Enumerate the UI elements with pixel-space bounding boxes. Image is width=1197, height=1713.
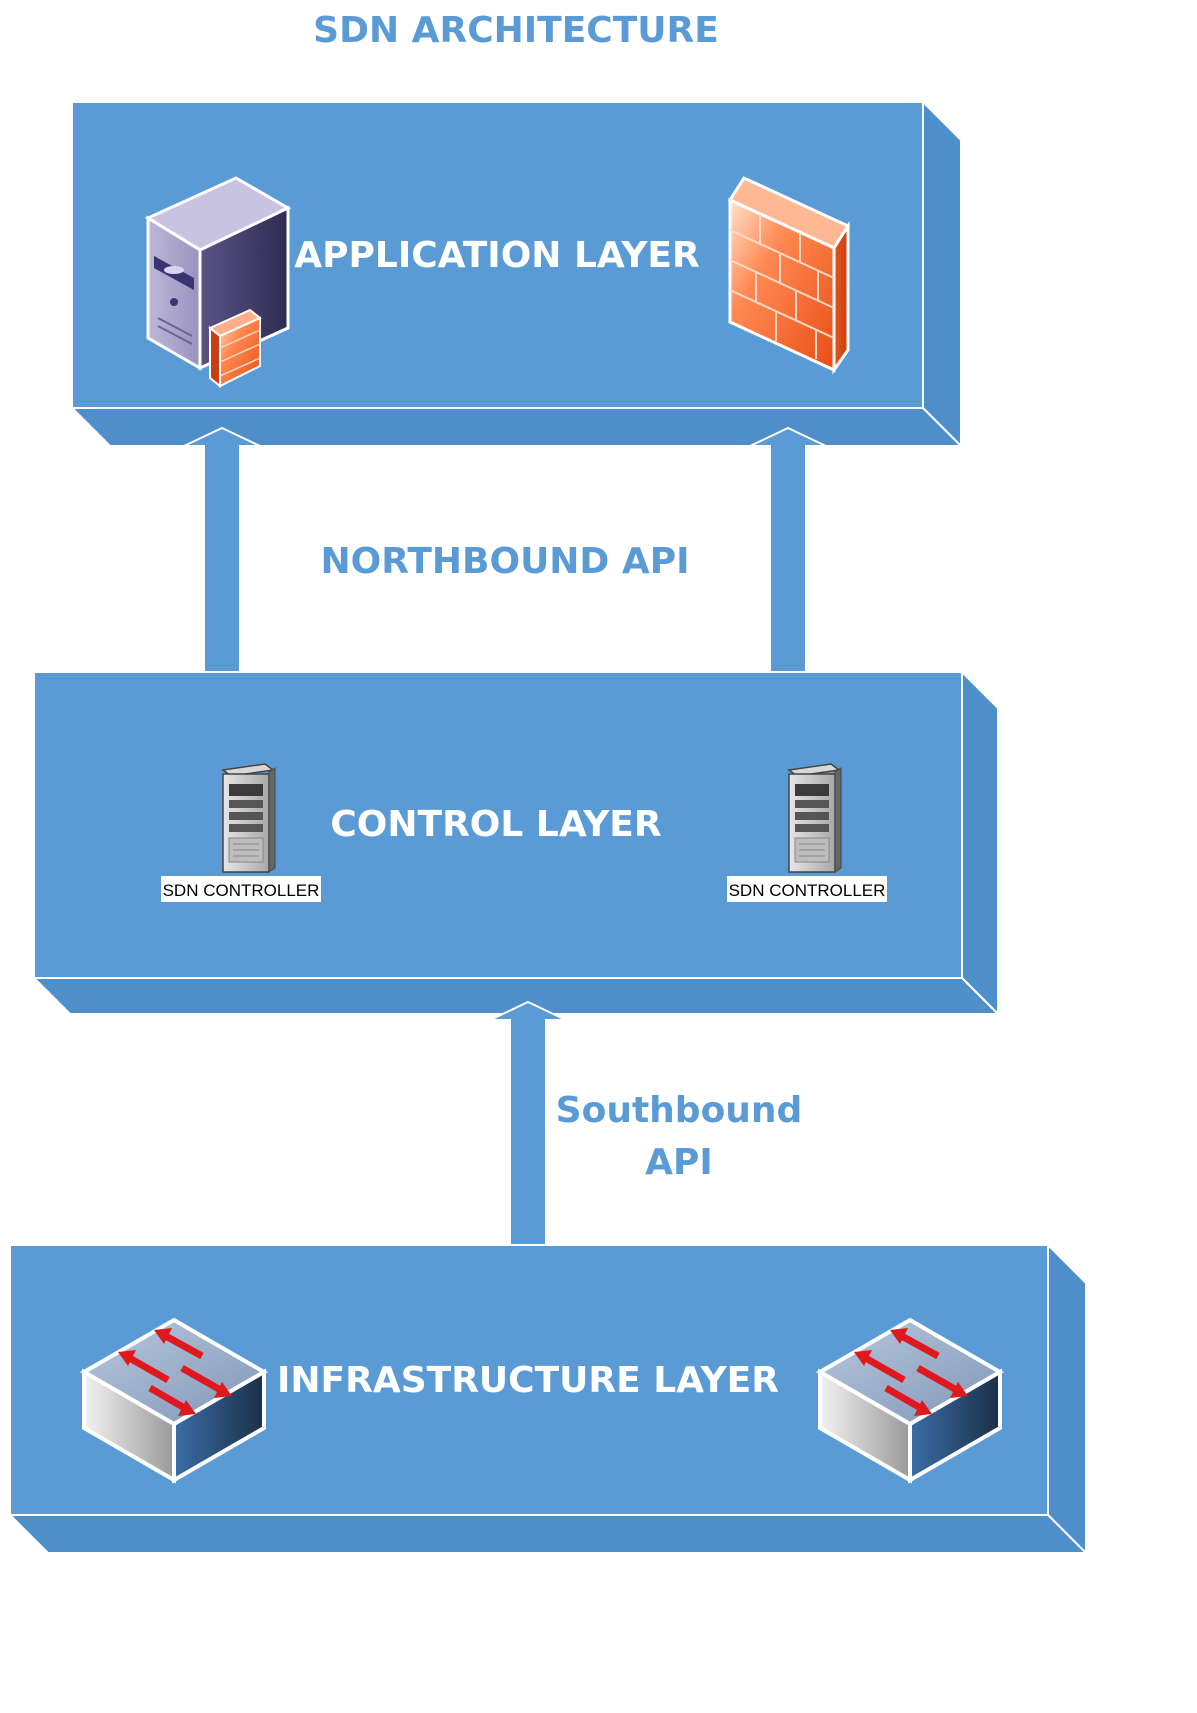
southbound-api-label-line2: API [645,1142,713,1183]
southbound-arrow [489,1000,567,1272]
sdn-controller-right: SDN CONTROLLER [727,763,887,902]
rack-server-icon [222,763,276,873]
control-layer-label: CONTROL LAYER [330,804,661,845]
diagram-title: SDN ARCHITECTURE [313,10,719,51]
sdn-controller-left: SDN CONTROLLER [161,763,321,902]
application-layer-label: APPLICATION LAYER [294,235,699,276]
northbound-api-label: NORTHBOUND API [321,541,690,582]
firewall-icon [727,176,851,375]
rack-server-icon [788,763,842,873]
northbound-arrow-right [749,426,827,694]
server-with-firewall-icon [144,176,292,389]
sdn-controller-label: SDN CONTROLLER [729,881,886,900]
northbound-arrow-left [183,426,261,694]
infrastructure-layer-label: INFRASTRUCTURE LAYER [277,1360,779,1401]
sdn-controller-label: SDN CONTROLLER [163,881,320,900]
southbound-api-label-line1: Southbound [556,1090,803,1131]
